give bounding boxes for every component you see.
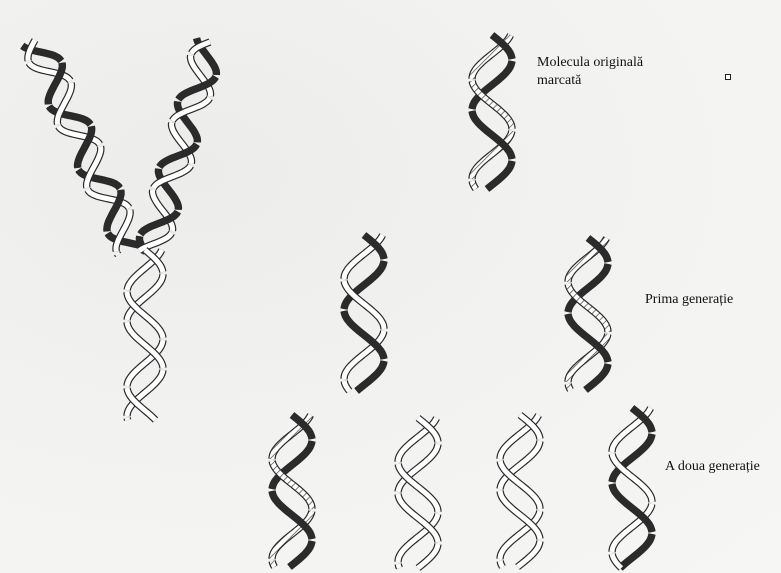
second-generation-molecule-2 bbox=[398, 418, 438, 568]
second-generation-molecule-3 bbox=[500, 415, 540, 567]
label-original-line-2: marcată bbox=[537, 72, 707, 90]
strand-b-front bbox=[612, 554, 621, 568]
label-second-generation: A doua generație bbox=[665, 458, 760, 476]
small-square-marker bbox=[725, 74, 731, 80]
first-generation-molecule-2 bbox=[568, 238, 608, 390]
label-first-generation: Prima generație bbox=[645, 291, 733, 309]
strand-a-front bbox=[127, 418, 128, 420]
label-original-molecule: Molecula originală marcată bbox=[537, 54, 707, 90]
strand-b-front bbox=[398, 564, 399, 568]
second-generation-molecule-4 bbox=[612, 408, 652, 568]
original-labeled-molecule bbox=[472, 35, 512, 189]
replicating-molecule bbox=[22, 38, 216, 420]
strand-b-front bbox=[568, 384, 570, 390]
strand-b-front bbox=[500, 561, 502, 567]
second-generation-molecule-1 bbox=[272, 415, 312, 567]
label-original-line-1: Molecula originală bbox=[537, 54, 707, 72]
left-arm-strand-a-back bbox=[117, 253, 118, 255]
strand-b-front bbox=[272, 561, 274, 567]
first-generation-molecule-1 bbox=[344, 235, 384, 391]
